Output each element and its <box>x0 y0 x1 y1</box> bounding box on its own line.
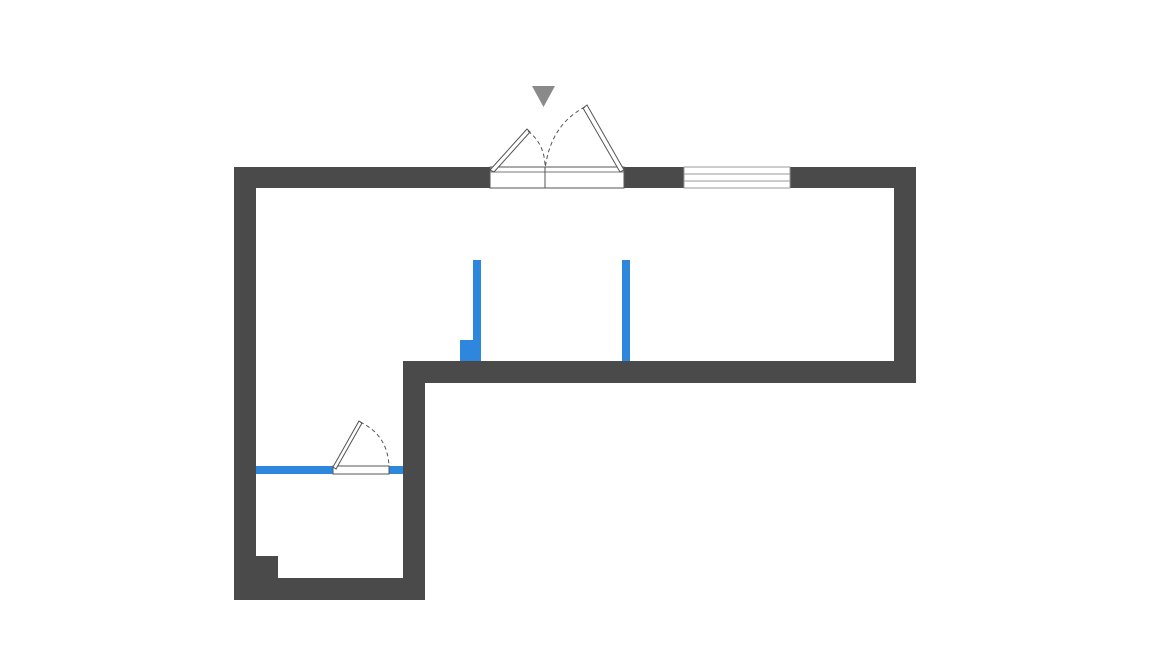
wall-bottom <box>234 578 425 600</box>
front-door-right-leaf <box>544 104 625 173</box>
wall-middle-horizontal <box>403 361 916 383</box>
wall-inner-vertical <box>403 361 425 600</box>
front-door-left-leaf <box>489 128 546 173</box>
front-door <box>489 104 625 189</box>
wall-top-middle <box>624 167 684 188</box>
wall-corner-notch <box>256 556 278 578</box>
partition-left-vertical <box>473 260 481 361</box>
partition-walls <box>256 260 630 474</box>
wall-top-right <box>790 167 916 188</box>
partition-right-vertical <box>622 260 630 361</box>
exterior-walls <box>234 167 916 600</box>
entrance-arrow-icon <box>532 86 555 107</box>
window <box>683 166 791 189</box>
partition-bathroom-right <box>389 466 403 474</box>
wall-left <box>234 167 256 600</box>
partition-bathroom-left <box>256 466 333 474</box>
interior-door <box>332 420 390 475</box>
partition-left-stub <box>460 340 473 361</box>
wall-top-left <box>234 167 490 188</box>
wall-right <box>894 167 916 383</box>
